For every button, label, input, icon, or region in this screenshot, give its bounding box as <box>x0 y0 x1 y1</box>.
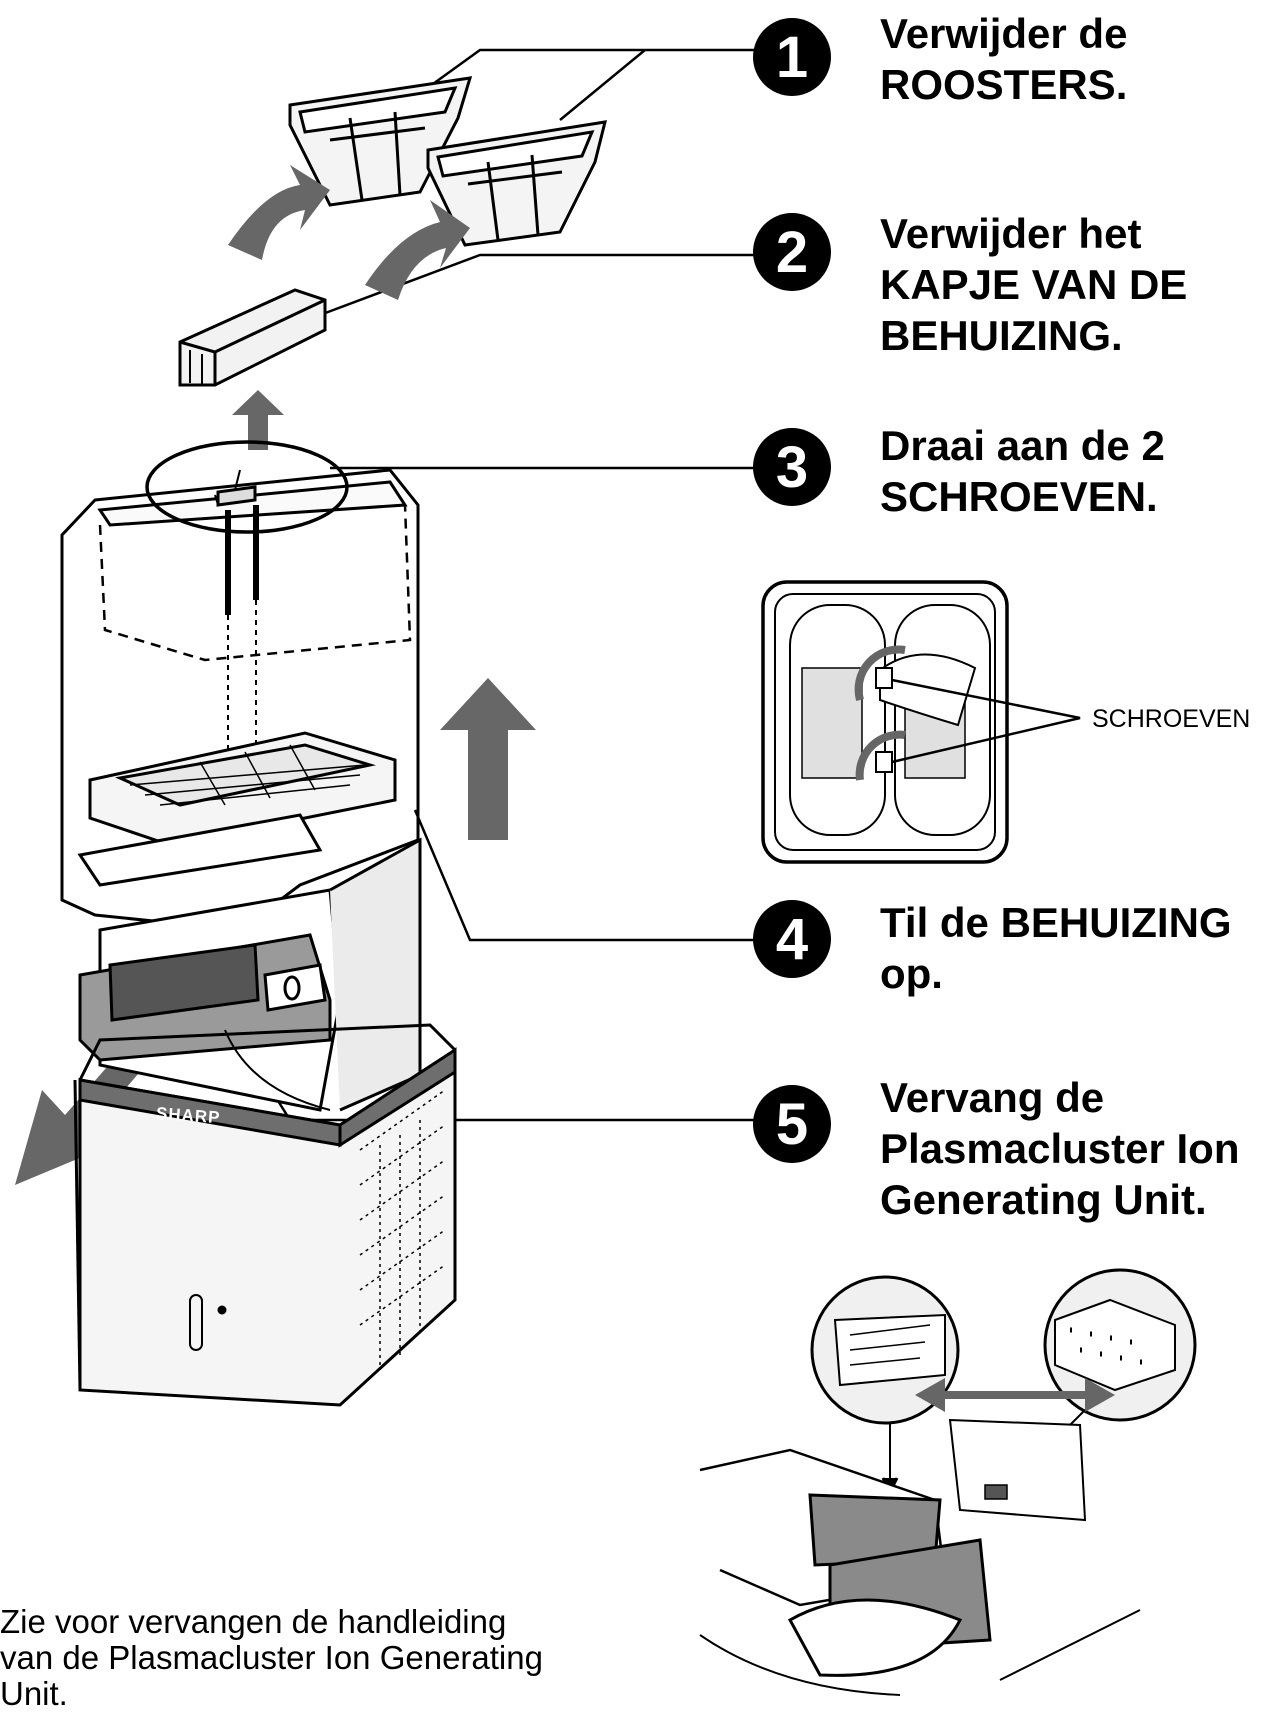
step-1-text: Verwijder de ROOSTERS. <box>880 8 1127 110</box>
step-4-badge: 4 <box>753 900 831 978</box>
cord <box>224 1029 331 1111</box>
step-4-line-2: op. <box>880 950 943 997</box>
step-3-line-1: Draai aan de 2 <box>880 422 1165 469</box>
step-5-text: Vervang de Plasmacluster Ion Generating … <box>880 1072 1239 1225</box>
filter-tray <box>77 731 397 887</box>
grille-2 <box>426 120 608 247</box>
step-1-line-2: ROOSTERS. <box>880 61 1128 108</box>
step-1-line-1: Verwijder de <box>880 10 1128 57</box>
step-3-text: Draai aan de 2 SCHROEVEN. <box>880 420 1165 522</box>
unit-replacement-detail <box>699 1268 1197 1696</box>
step-5-line-1: Vervang de <box>880 1074 1105 1121</box>
step-5-line-2: Plasmacluster Ion <box>880 1125 1240 1172</box>
step-4-line-1: Til de BEHUIZING <box>880 899 1232 946</box>
step-2-line-2: KAPJE VAN DE <box>880 261 1188 308</box>
footnote-line-3: Unit. <box>0 1675 68 1712</box>
step-1-badge: 1 <box>753 18 831 96</box>
step-2-badge: 2 <box>753 213 831 291</box>
step-3-badge: 3 <box>753 428 831 506</box>
base-unit <box>73 1023 457 1407</box>
inner-mechanism <box>78 837 422 1112</box>
screws-callout-label: SCHROEVEN <box>1092 705 1251 733</box>
step-2-text: Verwijder het KAPJE VAN DE BEHUIZING. <box>880 208 1187 361</box>
grille-1 <box>288 76 473 207</box>
step-5-badge: 5 <box>753 1085 831 1163</box>
footnote-line-1: Zie voor vervangen de handleiding <box>0 1603 507 1640</box>
screws-detail-panel <box>761 580 1081 864</box>
housing-cap <box>178 288 327 387</box>
footnote: Zie voor vervangen de handleiding van de… <box>0 1604 543 1712</box>
footnote-line-2: van de Plasmacluster Ion Generating <box>0 1639 543 1676</box>
step-2-line-1: Verwijder het <box>880 210 1142 257</box>
step-2-line-3: BEHUIZING. <box>880 312 1123 359</box>
step-3-line-2: SCHROEVEN. <box>880 473 1158 520</box>
step-4-text: Til de BEHUIZING op. <box>880 897 1232 999</box>
step-5-line-3: Generating Unit. <box>880 1176 1207 1223</box>
